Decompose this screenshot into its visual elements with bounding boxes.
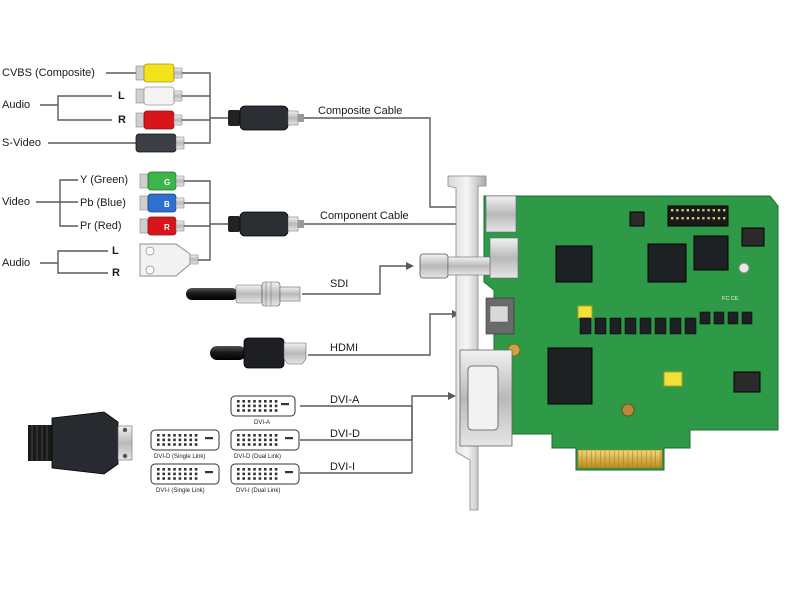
plug-letter-blue: B <box>164 200 170 209</box>
label-audio-top: Audio <box>2 99 30 111</box>
pinout-label-dvi-d-dual: DVI-D (Dual Link) <box>234 454 281 460</box>
dvi-plug <box>28 411 133 475</box>
label-audio-l: L <box>118 90 125 102</box>
component-group-bracket <box>184 180 211 261</box>
rca-plug-yellow <box>135 63 183 83</box>
capacitor-2 <box>621 403 635 417</box>
chip-small-right <box>741 227 765 247</box>
svideo-plug <box>135 133 185 153</box>
pinout-pin-dots <box>157 400 293 480</box>
pcie-gold-fingers <box>577 449 663 469</box>
crystal-yellow <box>663 371 683 387</box>
rca-plug-green: G <box>139 171 185 191</box>
bnc-port <box>419 253 491 279</box>
label-svideo: S-Video <box>2 137 41 149</box>
dvi-bracket-lines <box>300 405 413 474</box>
arrow-sdi <box>406 262 414 270</box>
label-cvbs: CVBS (Composite) <box>2 67 95 79</box>
composite-port <box>485 195 517 233</box>
plug-letter-green: G <box>164 178 170 187</box>
capacitor-3 <box>738 262 750 274</box>
label-pb-blue: Pb (Blue) <box>80 197 126 209</box>
line-dvi-to-card <box>411 395 448 440</box>
line-hdmi-to-card <box>308 313 452 356</box>
arrow-dvi <box>448 392 456 400</box>
crystal-yellow-left <box>577 305 593 319</box>
label-audio2-l: L <box>112 245 119 257</box>
label-dvi-d: DVI-D <box>330 428 360 440</box>
line-sdi-to-card <box>302 265 406 295</box>
label-pr-red: Pr (Red) <box>80 220 122 232</box>
sdi-bnc-cable <box>186 281 301 307</box>
dvi-port <box>459 349 513 447</box>
pinout-label-dvi-i-single: DVI-I (Single Link) <box>156 488 205 494</box>
label-dvi-i: DVI-I <box>330 461 355 473</box>
rca-plug-red-component: R <box>139 216 185 236</box>
rca-plug-white <box>135 86 183 106</box>
ic-row <box>579 311 753 335</box>
label-composite-cable: Composite Cable <box>318 105 402 117</box>
pci-bracket <box>447 175 487 511</box>
line-composite-to-card <box>304 117 462 208</box>
label-audio-bottom: Audio <box>2 257 30 269</box>
chip-main <box>547 347 593 405</box>
capture-card-board: FC CE <box>419 175 779 511</box>
chip-small-lower <box>733 371 761 393</box>
label-video: Video <box>2 196 30 208</box>
pinout-label-dvi-a: DVI-A <box>254 420 270 426</box>
label-y-green: Y (Green) <box>80 174 128 186</box>
label-dvi-a: DVI-A <box>330 394 360 406</box>
label-audio-r: R <box>118 114 126 126</box>
pinout-label-dvi-i-dual: DVI-I (Dual Link) <box>236 488 280 494</box>
bracket-audio-top <box>40 95 112 121</box>
label-sdi: SDI <box>330 278 348 290</box>
chip-small-top <box>629 211 645 227</box>
bnc-port-body <box>489 237 519 279</box>
component-cable-plug <box>228 211 304 237</box>
chip-decoder <box>555 245 593 283</box>
chip-bridge <box>693 235 729 271</box>
fcc-mark: FC CE <box>722 296 739 302</box>
rca-plug-blue: B <box>139 193 185 213</box>
label-hdmi: HDMI <box>330 342 358 354</box>
composite-group-bracket <box>182 72 211 144</box>
audio-y-splitter <box>139 243 199 277</box>
chip-fpga <box>647 243 687 283</box>
pinout-dvi-a: DVI-A <box>230 395 296 426</box>
bracket-audio-bottom <box>40 250 108 274</box>
plug-letter-red: R <box>164 223 170 232</box>
bracket-video <box>36 179 78 227</box>
composite-cable-plug <box>228 105 304 131</box>
label-audio2-r: R <box>112 267 120 279</box>
rca-plug-red <box>135 110 183 130</box>
pinout-label-dvi-d-single: DVI-D (Single Link) <box>154 454 205 460</box>
hdmi-cable <box>210 337 307 369</box>
label-component-cable: Component Cable <box>320 210 409 222</box>
